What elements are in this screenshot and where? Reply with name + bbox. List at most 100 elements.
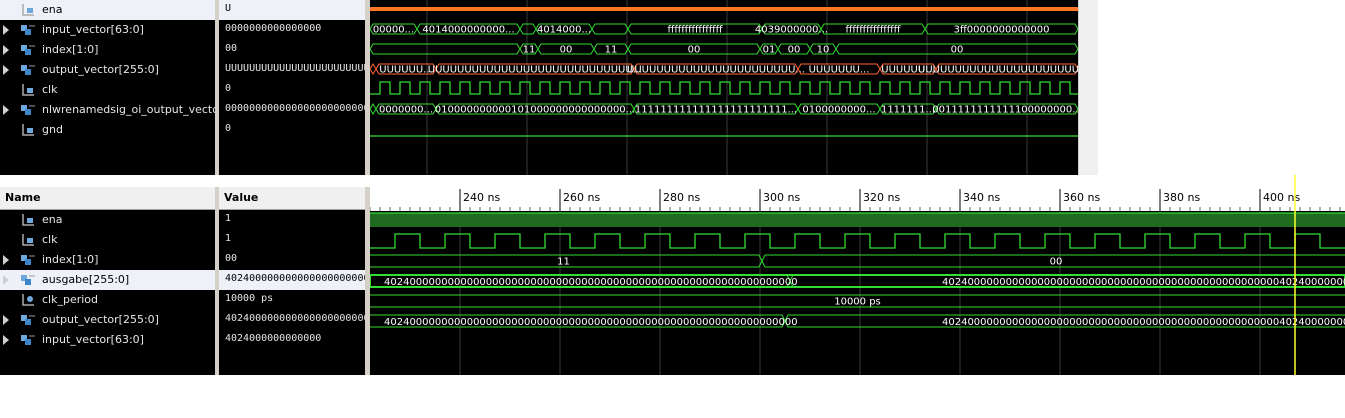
value-row-bottom-3[interactable]: 4024000000000000000000000000 <box>219 270 365 290</box>
clk-wave <box>370 233 1345 249</box>
value-column-header[interactable]: Value <box>219 187 365 210</box>
expand-arrow-icon[interactable] <box>3 275 9 285</box>
expand-arrow-icon[interactable] <box>3 255 9 265</box>
signal-name: output_vector[255:0] <box>42 313 159 326</box>
ruler-time-label: 400 ns <box>1263 191 1300 204</box>
expand-arrow-icon[interactable] <box>3 25 9 35</box>
expand-arrow-icon[interactable] <box>3 105 9 115</box>
ena-wave-fill <box>370 213 1345 227</box>
value-row-bottom-6[interactable]: 4024000000000000 <box>219 330 365 350</box>
bus-signal-icon <box>20 273 36 287</box>
signal-value: 10000 ps <box>225 293 274 304</box>
signal-row-top-2[interactable]: index[1:0] <box>0 40 215 60</box>
signal-value: 0 <box>225 123 232 134</box>
ruler-time-label: 340 ns <box>963 191 1000 204</box>
signal-row-bottom-1[interactable]: clk <box>0 230 215 250</box>
value-row-top-0[interactable]: U <box>219 0 365 20</box>
time-ruler <box>370 175 1345 211</box>
value-row-bottom-0[interactable]: 1 <box>219 210 365 230</box>
bit-signal-icon <box>20 233 36 247</box>
splitter[interactable] <box>365 187 370 375</box>
signal-row-bottom-0[interactable]: ena <box>0 210 215 230</box>
signal-value: 0000000000000000000000000000 <box>225 103 365 114</box>
signal-name: clk <box>42 233 58 246</box>
bottom-values-panel: Value 1 1 00 4024000000000000000000000000 10… <box>219 187 365 375</box>
signal-row-bottom-2[interactable]: index[1:0] <box>0 250 215 270</box>
signal-row-top-6[interactable]: gnd <box>0 120 215 140</box>
splitter[interactable] <box>215 0 219 175</box>
expand-arrow-icon[interactable] <box>3 335 9 345</box>
value-row-bottom-5[interactable]: 4024000000000000000000000000 <box>219 310 365 330</box>
bus-signal-icon <box>20 63 36 77</box>
index-wave-label: 00 <box>1050 257 1063 268</box>
clk-period-wave-label: 10000 ps <box>834 297 881 308</box>
index-wave-label: 00 <box>788 45 801 56</box>
value-row-top-2[interactable]: 00 <box>219 40 365 60</box>
index-wave-label: 11 <box>523 45 536 56</box>
signal-name: input_vector[63:0] <box>42 333 144 346</box>
signal-row-bottom-6[interactable]: input_vector[63:0] <box>0 330 215 350</box>
signal-row-top-0[interactable]: ena <box>0 0 215 20</box>
signal-value: 4024000000000000000000000000 <box>225 273 365 284</box>
bus-signal-icon <box>20 103 36 117</box>
name-column-header[interactable]: Name <box>0 187 215 210</box>
signal-row-top-5[interactable]: nlwrenamedsig_oi_output_vector[ <box>0 100 228 120</box>
output-vector-wave-label: UUUUUU... <box>881 65 934 76</box>
input-vector-wave-label: 4014000000000... <box>422 25 514 36</box>
expand-arrow-icon[interactable] <box>3 315 9 325</box>
value-row-top-1[interactable]: 0000000000000000 <box>219 20 365 40</box>
signal-value: 1 <box>225 213 232 224</box>
value-row-top-6[interactable]: 0 <box>219 120 365 140</box>
vertical-scrollbar[interactable] <box>1078 0 1098 175</box>
index-wave-label: 00 <box>688 45 701 56</box>
input-vector-wave-label: 4039000000... <box>755 25 828 36</box>
expand-arrow-icon[interactable] <box>3 45 9 55</box>
signal-row-top-3[interactable]: output_vector[255:0] <box>0 60 215 80</box>
input-vector-wave-label: 00000... <box>373 25 414 36</box>
bus-signal-icon <box>20 253 36 267</box>
value-row-top-4[interactable]: 0 <box>219 80 365 100</box>
signal-value: UUUUUUUUUUUUUUUUUUUUUUUUUUUUUUUU <box>225 63 365 74</box>
index-wave-label: 00 <box>560 45 573 56</box>
top-wave-panel: 00000...4014000000000...4014000...ffffff… <box>369 0 1096 175</box>
signal-name: gnd <box>42 123 63 136</box>
signal-name: index[1:0] <box>42 253 99 266</box>
index-wave-label: 00 <box>951 45 964 56</box>
clk-wave <box>370 81 1078 95</box>
top-waveform-canvas[interactable]: 00000...4014000000000...4014000...ffffff… <box>369 0 1096 175</box>
output-after-label: 4024000000000000000000000000000000000000… <box>942 317 1345 328</box>
signal-value: 4024000000000000 <box>225 333 322 344</box>
value-row-bottom-1[interactable]: 1 <box>219 230 365 250</box>
output-vector-wave-segment <box>784 314 1345 328</box>
splitter[interactable] <box>215 187 219 375</box>
signal-value: 1 <box>225 233 232 244</box>
index-wave-label: 11 <box>557 257 570 268</box>
signal-row-bottom-4[interactable]: clk_period <box>0 290 215 310</box>
splitter[interactable] <box>365 0 370 175</box>
index-wave-segment <box>761 254 1345 268</box>
bus-signal-icon <box>20 23 36 37</box>
bottom-names-panel: Name ena clk index[1:0] ausgabe[255:0]clk_p… <box>0 187 215 375</box>
signal-row-bottom-3[interactable]: ausgabe[255:0] <box>0 270 215 290</box>
ruler-time-label: 240 ns <box>463 191 500 204</box>
signal-row-bottom-5[interactable]: output_vector[255:0] <box>0 310 215 330</box>
signal-name: input_vector[63:0] <box>42 23 144 36</box>
value-row-top-3[interactable]: UUUUUUUUUUUUUUUUUUUUUUUUUUUUUUUU <box>219 60 365 80</box>
bit-signal-icon <box>20 83 36 97</box>
signal-row-top-4[interactable]: clk <box>0 80 215 100</box>
bus-signal-icon <box>20 43 36 57</box>
signal-value: 4024000000000000000000000000 <box>225 313 365 324</box>
expand-arrow-icon[interactable] <box>3 65 9 75</box>
signal-name: index[1:0] <box>42 43 99 56</box>
output-before-label: 4024000000000000000000000000000000000000… <box>384 317 798 328</box>
value-row-top-5[interactable]: 0000000000000000000000000000 <box>219 100 365 120</box>
value-row-bottom-2[interactable]: 00 <box>219 250 365 270</box>
value-row-bottom-4[interactable]: 10000 ps <box>219 290 365 310</box>
index-wave-label: 10 <box>817 45 830 56</box>
signal-name: clk <box>42 83 58 96</box>
signal-row-top-1[interactable]: input_vector[63:0] <box>0 20 215 40</box>
status-area <box>0 375 1345 418</box>
